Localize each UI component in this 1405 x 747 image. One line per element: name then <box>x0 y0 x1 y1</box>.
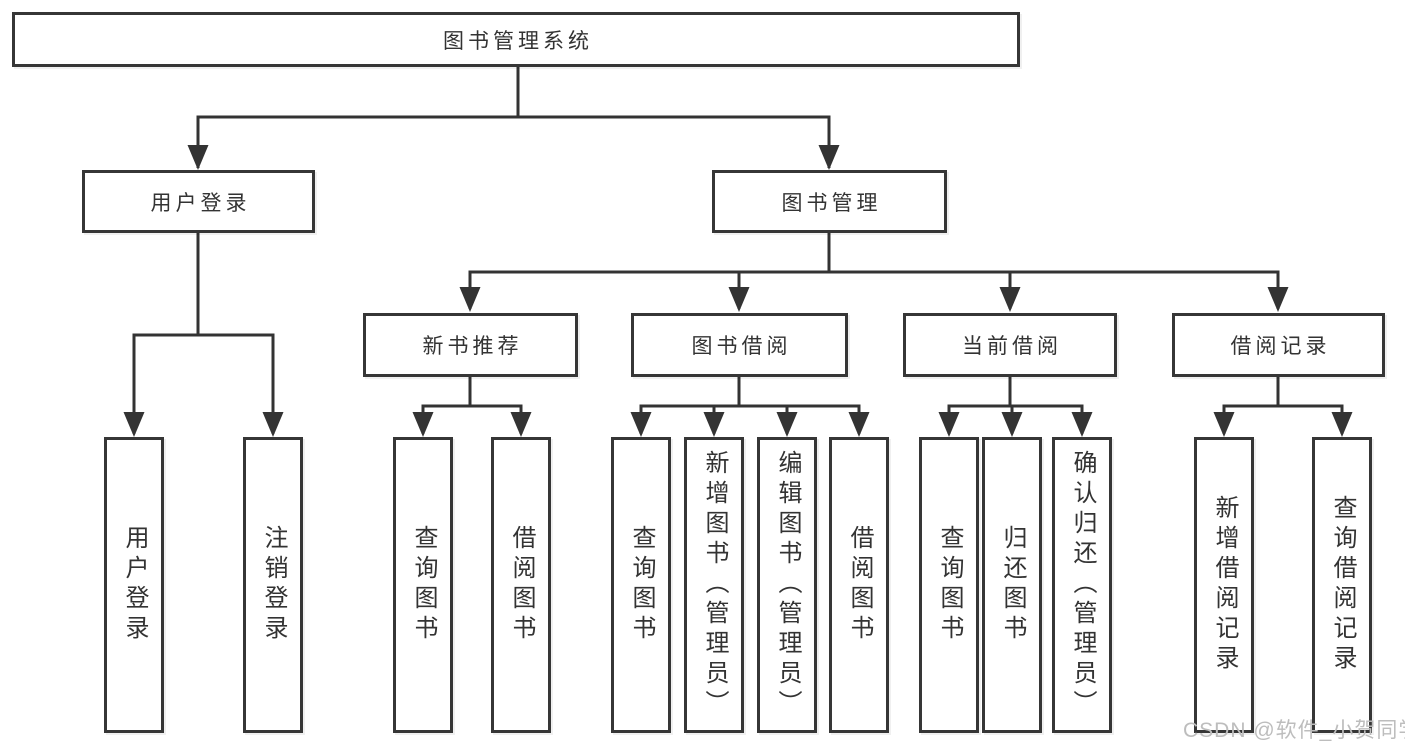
leaf-query-books-current: 查询图书 <box>919 437 979 733</box>
connector-new-book-recommendation-to-leaves <box>412 377 532 437</box>
leaf-query-books-recommend: 查询图书 <box>393 437 453 733</box>
node-library-management-system: 图书管理系统 <box>12 12 1020 67</box>
leaf-borrow-books-borrowing: 借阅图书 <box>829 437 889 733</box>
leaf-logout: 注销登录 <box>243 437 303 733</box>
node-borrowing-records: 借阅记录 <box>1172 313 1385 377</box>
node-current-borrowing: 当前借阅 <box>903 313 1117 377</box>
connector-book-borrowing-to-leaves <box>630 377 870 437</box>
node-new-book-recommendation: 新书推荐 <box>363 313 578 377</box>
connector-borrowing-records-to-leaves <box>1213 377 1353 437</box>
leaf-query-borrow-record: 查询借阅记录 <box>1312 437 1372 733</box>
leaf-add-books-admin: 新增图书（管理员） <box>684 437 744 733</box>
leaf-query-books-borrowing: 查询图书 <box>611 437 671 733</box>
leaf-add-borrow-record: 新增借阅记录 <box>1194 437 1254 733</box>
connector-current-borrowing-to-leaves <box>938 377 1093 437</box>
leaf-return-books: 归还图书 <box>982 437 1042 733</box>
leaf-confirm-return-admin: 确认归还（管理员） <box>1052 437 1112 733</box>
csdn-watermark: CSDN @软件_小贺同学 <box>1183 719 1405 742</box>
connector-user-login-to-leaves <box>123 233 284 437</box>
leaf-user-login: 用户登录 <box>104 437 164 733</box>
connector-book-management-to-level3 <box>459 233 1289 312</box>
leaf-borrow-books-recommend: 借阅图书 <box>491 437 551 733</box>
connector-root-to-level2 <box>187 67 840 170</box>
leaf-edit-books-admin: 编辑图书（管理员） <box>757 437 817 733</box>
node-user-login: 用户登录 <box>82 170 315 233</box>
node-book-management: 图书管理 <box>712 170 947 233</box>
node-book-borrowing: 图书借阅 <box>631 313 848 377</box>
